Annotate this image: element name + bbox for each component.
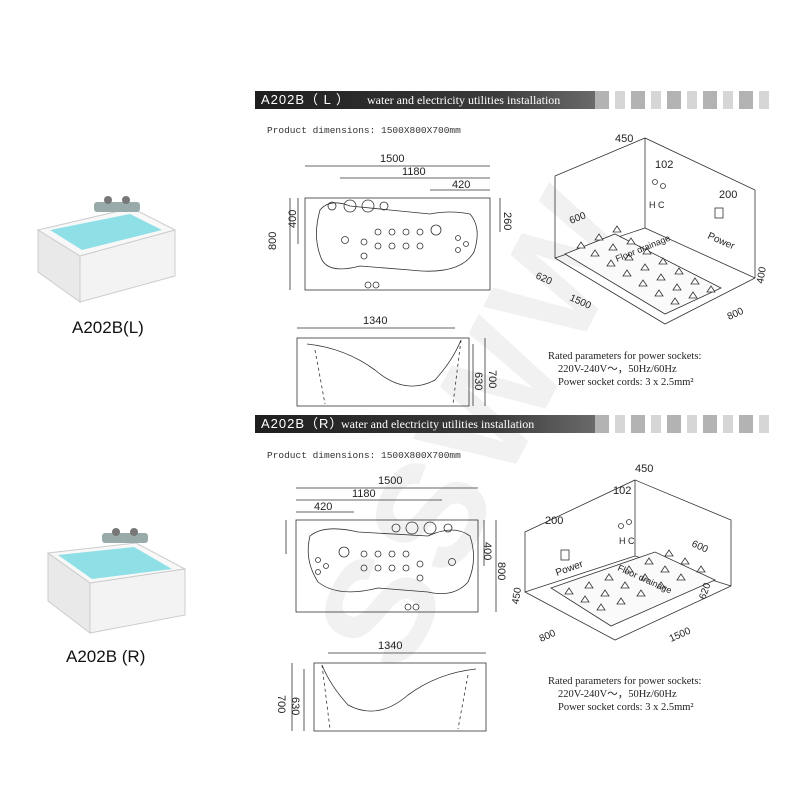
dim-wall1-right: 450 bbox=[635, 463, 653, 475]
dim-floor-c-right: 1500 bbox=[668, 625, 693, 644]
installation-diagram-right: 450 102 200 H C Power Floor drainage 600… bbox=[510, 463, 732, 645]
section-code-left: A202B（ L ） bbox=[261, 92, 351, 107]
rated-params-left: Rated parameters for power sockets: 220V… bbox=[548, 350, 701, 389]
rated-line1-right: Rated parameters for power sockets: bbox=[548, 676, 702, 687]
dim-inner-width-left: 400 bbox=[287, 210, 299, 228]
section-title-left: water and electricity utilities installa… bbox=[367, 93, 561, 107]
top-view-drawing-left: 1500 1180 420 800 400 260 bbox=[267, 153, 513, 291]
power-label-left: Power bbox=[706, 231, 737, 253]
rated-line2-right: 220V-240V～，50Hz/60Hz bbox=[558, 689, 677, 700]
rated-line2-left: 220V-240V～，50Hz/60Hz bbox=[558, 364, 677, 375]
dim-width-left: 800 bbox=[267, 232, 279, 250]
dim-inner-height-left: 630 bbox=[472, 372, 484, 390]
installation-diagram-left: 450 102 200 H C Power Floor drainage 600… bbox=[534, 133, 769, 325]
model-label-right: A202B (R) bbox=[66, 647, 146, 666]
dim-inner-length-right: 1180 bbox=[352, 488, 376, 500]
rated-line3-right: Power socket cords: 3 x 2.5mm² bbox=[558, 702, 694, 713]
rated-params-right: Rated parameters for power sockets: 220V… bbox=[548, 675, 701, 714]
dim-floor-d-left: 800 bbox=[726, 306, 746, 323]
dim-wall3-right: 200 bbox=[545, 515, 563, 527]
dim-floor-c-left: 1500 bbox=[568, 293, 593, 312]
dim-height-left: 700 bbox=[486, 370, 498, 388]
dim-inner-width-right: 400 bbox=[481, 542, 493, 560]
dim-floor-b-left: 620 bbox=[534, 271, 554, 288]
dim-inner-length-left: 1180 bbox=[402, 166, 426, 178]
dim-length-left: 1500 bbox=[380, 153, 404, 165]
dim-wall1-left: 450 bbox=[615, 133, 633, 145]
dim-length-right: 1500 bbox=[378, 475, 402, 487]
dim-floor-a-right: 600 bbox=[690, 539, 710, 556]
rated-line3-left: Power socket cords: 3 x 2.5mm² bbox=[558, 377, 694, 388]
rated-line1-left: Rated parameters for power sockets: bbox=[548, 351, 702, 362]
side-view-drawing-right: 1340 700 630 bbox=[278, 640, 487, 732]
dim-width-right: 800 bbox=[495, 562, 507, 580]
model-label-left: A202B(L) bbox=[72, 318, 144, 337]
top-view-drawing-right: 1500 1180 420 260 400 800 bbox=[285, 475, 507, 613]
dim-side-length-left: 1340 bbox=[363, 315, 387, 327]
section-header-left: A202B（ L ） water and electricity utiliti… bbox=[255, 91, 770, 109]
dim-floor-a-left: 600 bbox=[568, 210, 588, 227]
dim-floor-e-left: 400 bbox=[755, 266, 769, 285]
dim-side-length-right: 1340 bbox=[378, 640, 402, 652]
dim-wall2-left: 102 bbox=[655, 159, 673, 171]
dim-wall2-right: 102 bbox=[613, 485, 631, 497]
section-header-right: A202B（R） water and electricity utilities… bbox=[255, 415, 770, 433]
dim-offset-right: 420 bbox=[314, 501, 332, 513]
product-dimensions-left: Product dimensions: 1500X800X700mm bbox=[267, 125, 461, 136]
bathtub-photo-right bbox=[46, 528, 187, 635]
dim-offset-left: 420 bbox=[452, 179, 470, 191]
dim-height-right: 700 bbox=[278, 695, 287, 713]
power-label-right: Power bbox=[554, 559, 585, 579]
hc-label-right: H C bbox=[619, 536, 635, 546]
dim-inner-height-right: 630 bbox=[289, 697, 301, 715]
section-code-right: A202B（R） bbox=[261, 416, 344, 431]
dim-floor-d-right: 800 bbox=[538, 628, 558, 645]
dim-wall3-left: 200 bbox=[719, 189, 737, 201]
dim-side-left: 260 bbox=[501, 212, 513, 230]
product-dimensions-right: Product dimensions: 1500X800X700mm bbox=[267, 450, 461, 461]
dim-floor-e-right: 450 bbox=[510, 586, 524, 605]
side-view-drawing-left: 1340 700 630 bbox=[296, 315, 498, 407]
section-title-right: water and electricity utilities installa… bbox=[341, 417, 535, 431]
bathtub-photo-left bbox=[36, 196, 177, 303]
hc-label-left: H C bbox=[649, 200, 665, 210]
